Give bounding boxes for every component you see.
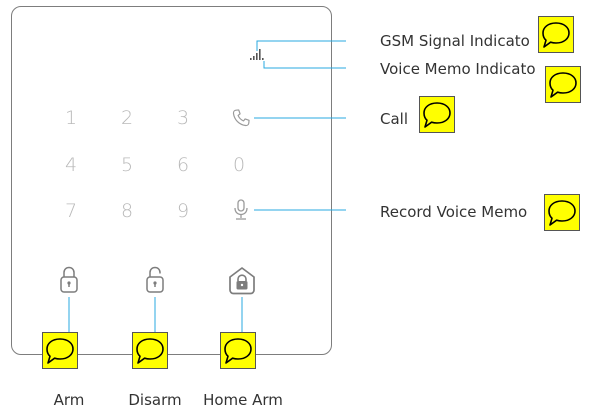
signal-bars-icon xyxy=(250,49,264,60)
speech-bubble-icon[interactable] xyxy=(545,66,581,103)
key-5[interactable]: 5 xyxy=(120,154,134,176)
speech-bubble-icon[interactable] xyxy=(538,16,574,53)
speech-bubble-icon[interactable] xyxy=(419,96,455,133)
gsm-signal-label: GSM Signal Indicato xyxy=(380,32,530,50)
arm-label: Arm xyxy=(53,391,85,409)
lock-open-icon[interactable] xyxy=(144,264,166,296)
speech-bubble-icon[interactable] xyxy=(42,332,78,369)
phone-icon[interactable] xyxy=(230,107,252,129)
home-arm-label: Home Arm xyxy=(203,391,283,409)
gsm-leader-line xyxy=(256,40,346,51)
key-1[interactable]: 1 xyxy=(64,107,78,129)
key-0[interactable]: 0 xyxy=(232,154,246,176)
key-6[interactable]: 6 xyxy=(176,154,190,176)
disarm-label: Disarm xyxy=(128,391,182,409)
speech-bubble-icon[interactable] xyxy=(220,332,256,369)
speech-bubble-icon[interactable] xyxy=(544,194,580,231)
record-voice-memo-label: Record Voice Memo xyxy=(380,203,528,221)
microphone-icon[interactable] xyxy=(231,198,251,222)
call-label: Call xyxy=(380,110,409,128)
key-2[interactable]: 2 xyxy=(120,107,134,129)
voice-memo-label: Voice Memo Indicato xyxy=(380,60,536,78)
home-lock-icon[interactable] xyxy=(227,266,257,296)
speech-bubble-icon[interactable] xyxy=(132,332,168,369)
voice-memo-leader-line xyxy=(263,61,346,69)
key-4[interactable]: 4 xyxy=(64,154,78,176)
key-8[interactable]: 8 xyxy=(120,200,134,222)
key-9[interactable]: 9 xyxy=(176,200,190,222)
keypad-panel xyxy=(11,6,332,355)
lock-closed-icon[interactable] xyxy=(58,264,80,296)
key-7[interactable]: 7 xyxy=(64,200,78,222)
key-3[interactable]: 3 xyxy=(176,107,190,129)
